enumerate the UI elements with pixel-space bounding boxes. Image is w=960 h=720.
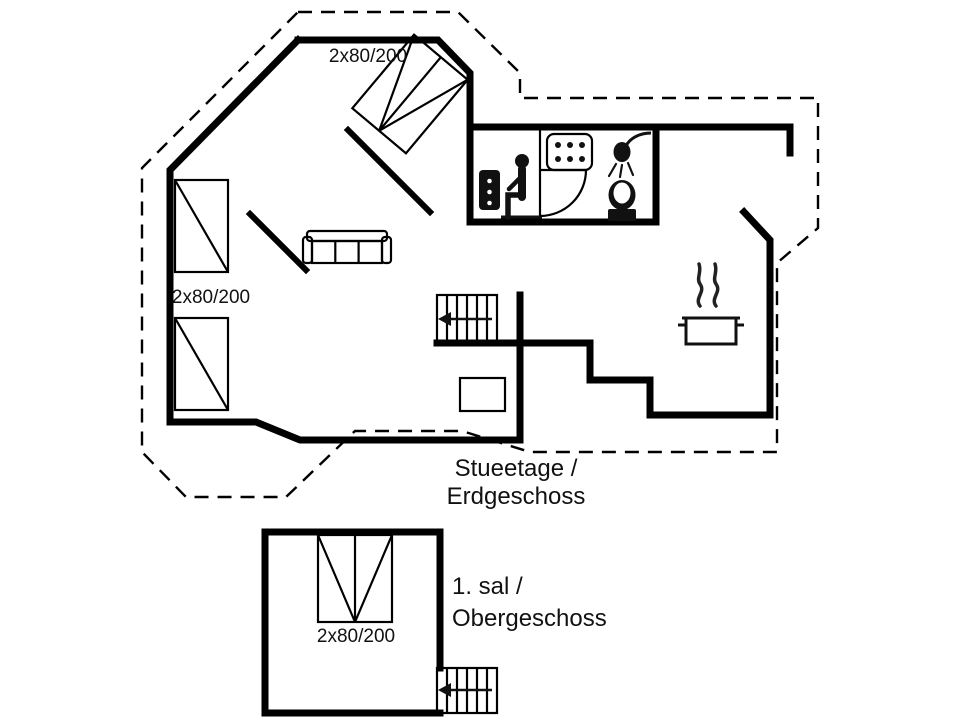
upper-floor: 2x80/200 1. sal / Obergeschoss — [261, 528, 607, 717]
single-bed-icon — [173, 316, 230, 412]
ground-floor-label-line1: Stueetage / — [455, 455, 578, 482]
cooking-pot-icon — [678, 262, 744, 346]
roof-outline-dashed — [140, 10, 820, 499]
bed-size-label-top: 2x80/200 — [329, 46, 407, 67]
upper-floor-walls — [261, 528, 444, 717]
upper-floor-label-line2: Obergeschoss — [452, 605, 607, 632]
stairs-arrow-icon — [438, 683, 451, 697]
bed-size-label-upper: 2x80/200 — [317, 626, 395, 647]
stairs-arrow-icon — [438, 312, 451, 326]
ground-floor: 2x80/200 2x80/200 — [140, 10, 820, 510]
sofa-icon — [301, 229, 393, 265]
single-bed-icon — [173, 178, 230, 274]
double-bed-icon — [316, 533, 394, 624]
ground-floor-label-line2: Erdgeschoss — [447, 483, 586, 510]
sauna-room — [479, 154, 542, 220]
entrance-step — [458, 376, 507, 413]
steam-icon — [712, 262, 720, 308]
shower-icon — [607, 131, 652, 179]
exterior-walls — [166, 35, 794, 444]
double-bed-icon — [350, 33, 470, 155]
steam-icon — [696, 262, 704, 308]
person-icon — [505, 154, 529, 220]
whirlpool-icon — [545, 132, 594, 172]
bathroom — [539, 131, 652, 221]
bed-size-label-left: 2x80/200 — [172, 287, 250, 308]
door-arc-icon — [539, 168, 588, 218]
toilet-icon — [608, 180, 636, 221]
upper-floor-label-line1: 1. sal / — [452, 573, 523, 600]
interior-walls — [245, 125, 435, 275]
stairs-icon — [435, 666, 499, 715]
stairs-icon — [435, 293, 499, 345]
